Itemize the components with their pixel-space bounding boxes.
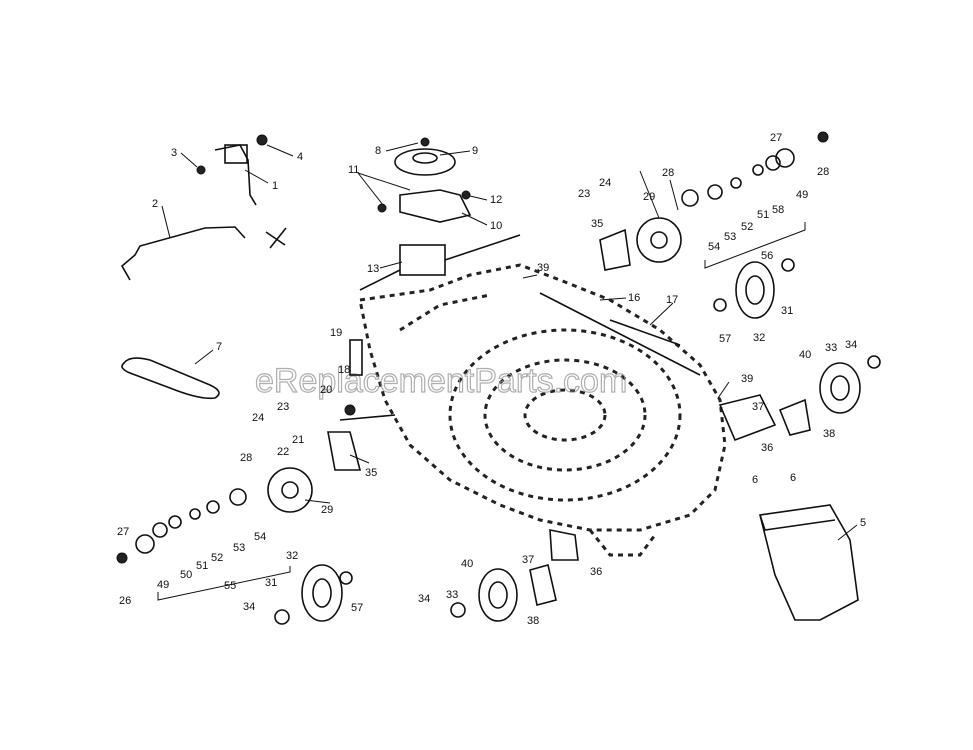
- part-label: 39: [741, 373, 753, 385]
- part-label: 6: [790, 472, 796, 484]
- part-label: 8: [375, 145, 381, 157]
- grass-chute: [759, 504, 859, 621]
- part-label: 31: [781, 305, 793, 317]
- part-label: 26: [119, 595, 131, 607]
- part-label: 53: [233, 542, 245, 554]
- part-label: 49: [157, 579, 169, 591]
- part-label: 52: [741, 221, 753, 233]
- part-label: 51: [196, 560, 208, 572]
- part-label: 36: [590, 566, 602, 578]
- part-label: 54: [708, 241, 720, 253]
- part-label: 10: [490, 220, 502, 232]
- part-label: 52: [211, 552, 223, 564]
- part-label: 50: [180, 569, 192, 581]
- part-labels: 1 2 3 4 5 6 6 7 8 9 10 11 12 13 16 17 18…: [117, 132, 866, 627]
- wheel: [819, 362, 861, 414]
- leader-lines: [161, 142, 858, 541]
- part-label: 28: [817, 166, 829, 178]
- part-label: 21: [292, 434, 304, 446]
- part-label: 49: [796, 189, 808, 201]
- part-label: 34: [243, 601, 255, 613]
- part-label: 27: [770, 132, 782, 144]
- part-label: 57: [351, 602, 363, 614]
- wheel: [301, 564, 343, 622]
- part-label: 23: [578, 188, 590, 200]
- part-label: 24: [252, 412, 264, 424]
- part-label: 5: [860, 517, 866, 529]
- part-label: 28: [240, 452, 252, 464]
- part-label: 37: [752, 401, 764, 413]
- part-label: 39: [537, 262, 549, 274]
- wheel: [735, 261, 775, 319]
- part-label: 11: [348, 164, 359, 176]
- part-label: 6: [752, 474, 758, 486]
- part-label: 3: [171, 147, 177, 159]
- part-label: 17: [666, 294, 678, 306]
- part-label: 56: [761, 250, 773, 262]
- part-label: 51: [757, 209, 769, 221]
- part-label: 24: [599, 177, 611, 189]
- part-label: 1: [272, 180, 278, 192]
- part-label: 36: [761, 442, 773, 454]
- part-label: 40: [461, 558, 473, 570]
- part-label: 16: [628, 292, 640, 304]
- part-label: 9: [472, 145, 478, 157]
- part-label: 28: [662, 167, 674, 179]
- part-label: 55: [224, 580, 236, 592]
- part-label: 57: [719, 333, 731, 345]
- part-label: 23: [277, 401, 289, 413]
- part-label: 38: [527, 615, 539, 627]
- part-label: 22: [277, 446, 289, 458]
- part-label: 18: [338, 364, 350, 376]
- part-label: 20: [320, 384, 332, 396]
- part-label: 58: [772, 204, 784, 216]
- part-label: 32: [753, 332, 765, 344]
- mower-deck: [358, 263, 727, 557]
- watermark-text: eReplacementParts.com: [255, 362, 627, 400]
- part-label: 12: [490, 194, 502, 206]
- wheel: [478, 568, 518, 622]
- part-label: 7: [216, 341, 222, 353]
- part-label: 34: [418, 593, 430, 605]
- part-label: 27: [117, 526, 129, 538]
- part-label: 19: [330, 327, 342, 339]
- part-label: 54: [254, 531, 266, 543]
- part-label: 33: [825, 342, 837, 354]
- part-label: 2: [152, 198, 158, 210]
- part-label: 29: [321, 504, 333, 516]
- part-label: 35: [365, 467, 377, 479]
- part-label: 35: [591, 218, 603, 230]
- part-label: 40: [799, 349, 811, 361]
- part-label: 37: [522, 554, 534, 566]
- part-label: 31: [265, 577, 277, 589]
- part-drawings: [116, 131, 881, 625]
- part-label: 33: [446, 589, 458, 601]
- part-label: 32: [286, 550, 298, 562]
- part-label: 53: [724, 231, 736, 243]
- part-label: 34: [845, 339, 857, 351]
- part-label: 13: [367, 263, 379, 275]
- part-label: 29: [643, 191, 655, 203]
- part-label: 4: [297, 151, 303, 163]
- part-label: 38: [823, 428, 835, 440]
